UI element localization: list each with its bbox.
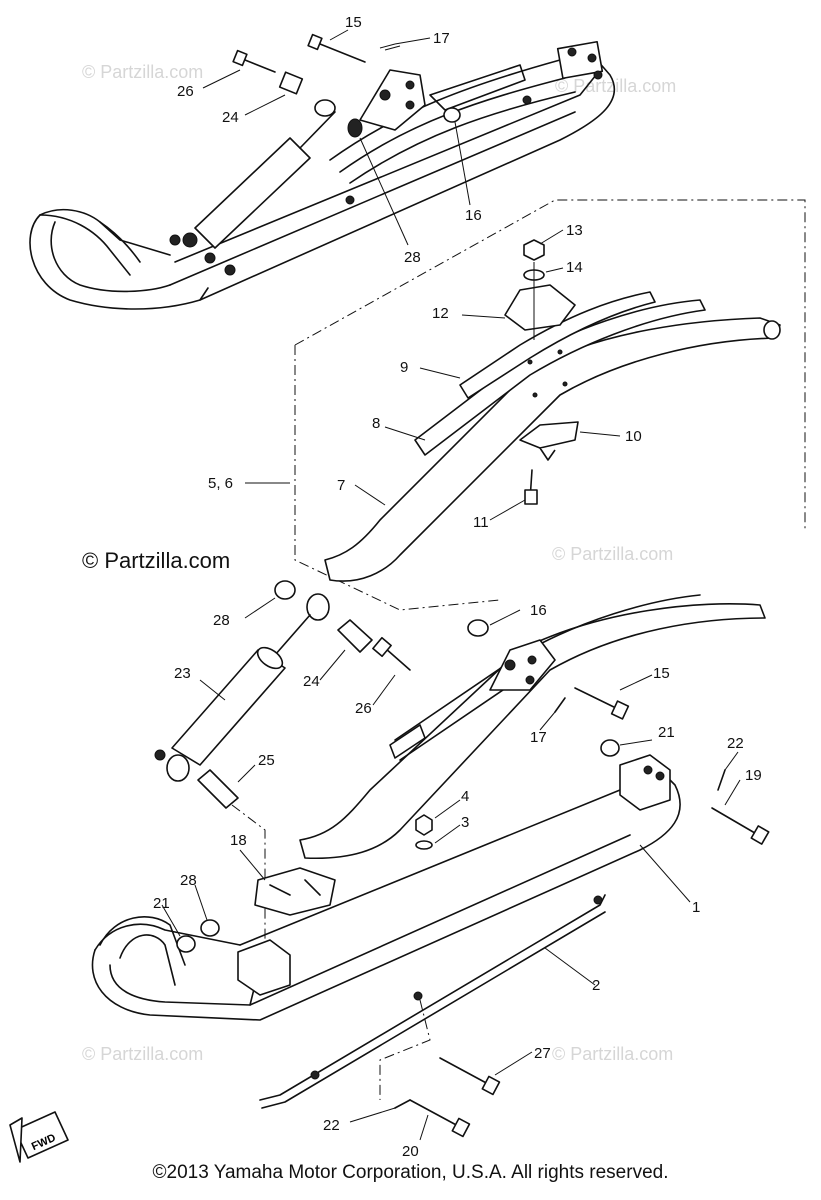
callout-19: 19 bbox=[745, 767, 762, 784]
callout-9: 9 bbox=[400, 359, 408, 376]
callout-22-low: 22 bbox=[323, 1117, 340, 1134]
callout-1: 1 bbox=[692, 899, 700, 916]
watermark-top-left: © Partzilla.com bbox=[82, 62, 203, 82]
callout-2: 2 bbox=[592, 977, 600, 994]
watermark-mid-right: © Partzilla.com bbox=[552, 544, 673, 564]
callout-11: 11 bbox=[473, 514, 489, 531]
callout-17-mid: 17 bbox=[530, 729, 547, 746]
callout-28-mid: 28 bbox=[213, 612, 230, 629]
callout-17-top: 17 bbox=[433, 30, 450, 47]
callout-16-mid: 16 bbox=[530, 602, 547, 619]
callout-7: 7 bbox=[337, 477, 345, 494]
callout-5-6: 5, 6 bbox=[208, 475, 233, 492]
assembled-spring-middle bbox=[299, 594, 766, 860]
callout-28-top: 28 bbox=[404, 249, 421, 266]
callout-12: 12 bbox=[432, 305, 449, 322]
copyright-notice: ©2013 Yamaha Motor Corporation, U.S.A. A… bbox=[152, 1162, 669, 1183]
watermark-top-right: © Partzilla.com bbox=[555, 76, 676, 96]
callout-22-right: 22 bbox=[727, 735, 744, 752]
callout-16-top: 16 bbox=[465, 207, 482, 224]
callouts: 15 17 26 24 16 28 13 14 12 9 8 10 5, 6 7… bbox=[153, 14, 762, 1160]
bottom-ski-assembly bbox=[91, 739, 770, 1141]
callout-20: 20 bbox=[402, 1143, 419, 1160]
callout-23: 23 bbox=[174, 665, 191, 682]
callout-24-mid: 24 bbox=[303, 673, 320, 690]
callout-28-low: 28 bbox=[180, 872, 197, 889]
watermark-bottom-left: © Partzilla.com bbox=[82, 1044, 203, 1064]
leaf-spring-exploded bbox=[245, 199, 806, 611]
callout-14: 14 bbox=[566, 259, 583, 276]
watermark-bottom-right: © Partzilla.com bbox=[552, 1044, 673, 1064]
callout-3: 3 bbox=[461, 814, 469, 831]
callout-26-mid: 26 bbox=[355, 700, 372, 717]
callout-21-low: 21 bbox=[153, 895, 170, 912]
callout-24-top: 24 bbox=[222, 109, 239, 126]
callout-18: 18 bbox=[230, 832, 247, 849]
callout-26-top: 26 bbox=[177, 83, 194, 100]
callout-10: 10 bbox=[625, 428, 642, 445]
shock-absorber-parts bbox=[154, 580, 411, 955]
callout-25: 25 bbox=[258, 752, 275, 769]
callout-4: 4 bbox=[461, 788, 469, 805]
callout-21-right: 21 bbox=[658, 724, 675, 741]
forward-direction-arrow: FWD bbox=[9, 1111, 69, 1163]
watermark-main: © Partzilla.com bbox=[82, 548, 230, 573]
callout-15-mid: 15 bbox=[653, 665, 670, 682]
callout-8: 8 bbox=[372, 415, 380, 432]
callout-15-top: 15 bbox=[345, 14, 362, 31]
top-ski-assembly bbox=[29, 29, 616, 310]
callout-27: 27 bbox=[534, 1045, 551, 1062]
callout-13: 13 bbox=[566, 222, 583, 239]
